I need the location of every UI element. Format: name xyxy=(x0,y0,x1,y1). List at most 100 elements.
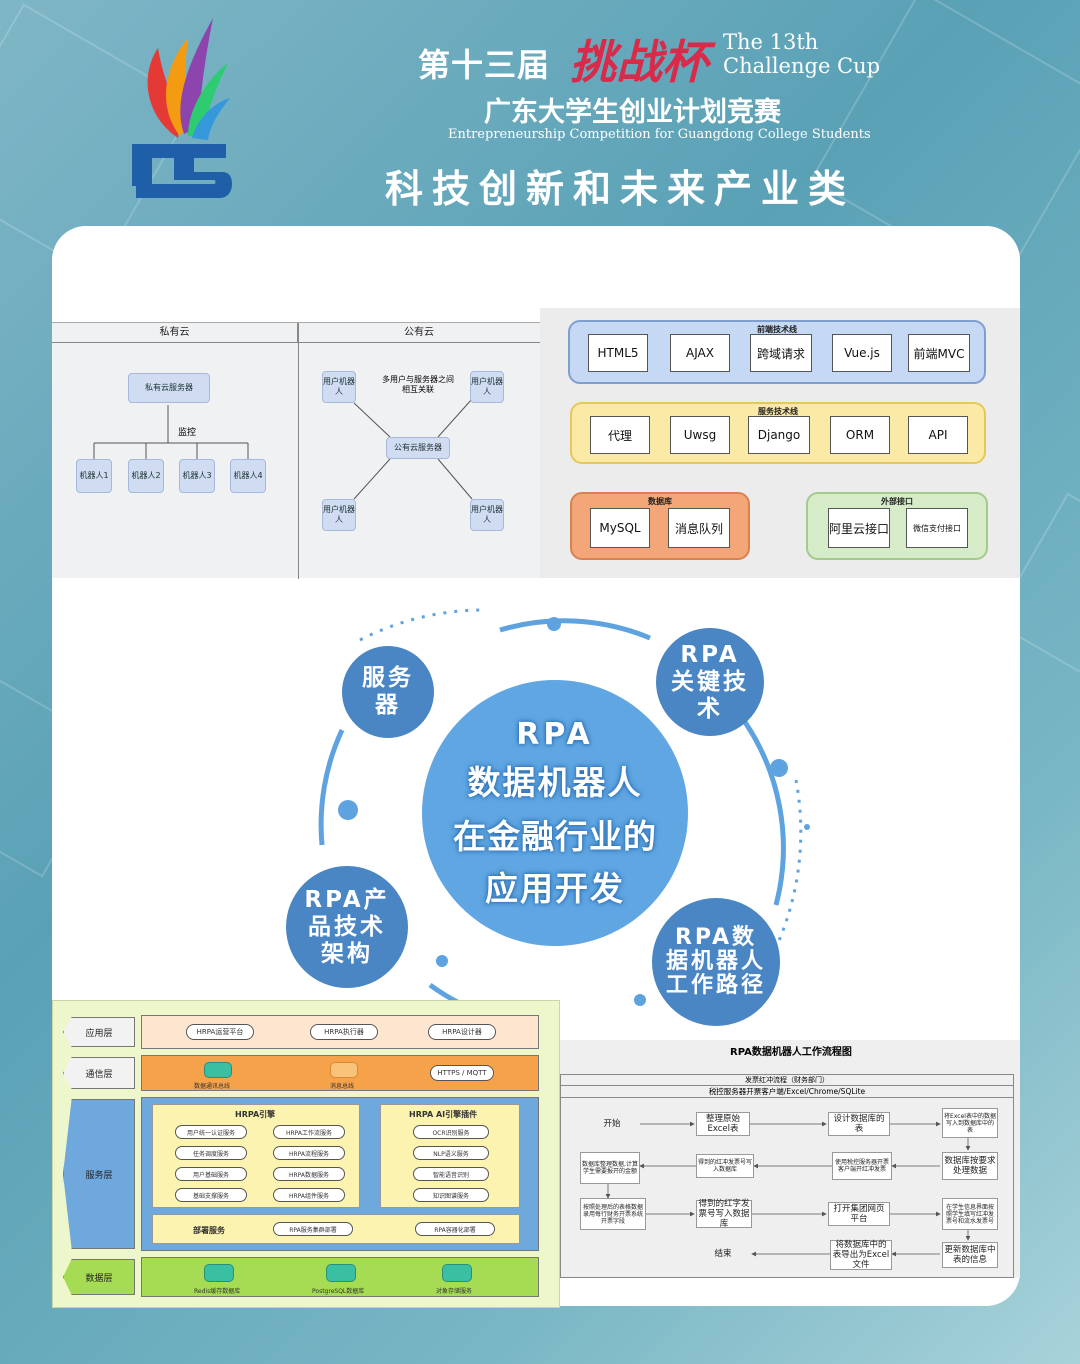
engine-pill: 基础支撑服务 xyxy=(175,1188,247,1202)
flow-get-code: 得到的红冲发票号写入数据库 xyxy=(696,1154,754,1178)
data-layer: Redis缓存数据库 PostgreSQL数据库 对象存储服务 xyxy=(141,1257,539,1297)
engine-title: HRPA引擎 xyxy=(235,1110,276,1119)
flow-query-result: 按照处理后的表格数据录用每行财务开票系统开票字段 xyxy=(580,1198,646,1230)
layer-label-data: 数据层 xyxy=(63,1259,135,1295)
header-edition: 第十三届 xyxy=(418,46,551,84)
main-title-robot: 数据机器人 xyxy=(467,762,643,802)
workflow-subtitle-2: 税控服务器开票客户端/Excel/Chrome/SQLite xyxy=(560,1086,1014,1098)
robot-3: 机器人3 xyxy=(179,459,215,493)
app-pill-ops: HRPA运营平台 xyxy=(186,1024,254,1040)
public-cloud-server: 公有云服务器 xyxy=(386,437,450,459)
flow-design-table: 设计数据库的表 xyxy=(828,1112,890,1136)
ai-pill: 知识图谱服务 xyxy=(413,1188,489,1202)
tech-api: API xyxy=(908,416,968,454)
data-item-label: 对象存储服务 xyxy=(436,1288,473,1295)
product-architecture-diagram: 应用层 通信层 服务层 数据层 HRPA运营平台 HRPA执行器 HRPA设计器… xyxy=(52,1000,560,1308)
workflow-frame xyxy=(560,1098,1014,1278)
public-cloud-title: 公有云 xyxy=(298,323,540,343)
flow-calc-sum: 数据库整理数据,计算学生需要报开的金额 xyxy=(580,1152,640,1184)
data-item-label: PostgreSQL数据库 xyxy=(312,1288,365,1295)
deploy-pill: RPA容器化部署 xyxy=(415,1222,495,1236)
flow-got-red: 得到的红字发票号写入数据库 xyxy=(696,1199,752,1229)
database-icon xyxy=(326,1264,356,1282)
app-pill-designer: HRPA设计器 xyxy=(428,1024,496,1040)
workflow-subtitle-1: 发票红冲流程（财务部门） xyxy=(560,1074,1014,1086)
flow-fill-system: 在学生信息界面按照学生填写红冲发票号和流水发票号 xyxy=(942,1198,998,1230)
engine-pill: HRPA工作流服务 xyxy=(273,1125,345,1139)
relation-note: 多用户与服务器之间相互关联 xyxy=(382,375,454,394)
tech-vuejs: Vue.js xyxy=(832,334,892,372)
deploy-title: 部署服务 xyxy=(193,1226,225,1235)
challenge-cup-logo xyxy=(132,18,232,198)
header-subtitle-english: Entrepreneurship Competition for Guangdo… xyxy=(448,127,871,142)
ai-pill: 智能语音识别 xyxy=(413,1167,489,1181)
layer-label-app: 应用层 xyxy=(63,1017,135,1047)
flow-db-query: 数据库按要求处理数据 xyxy=(942,1152,998,1180)
private-cloud-title: 私有云 xyxy=(52,323,298,343)
engine-pill: HRPA组件服务 xyxy=(273,1188,345,1202)
main-title-circle: RPA 数据机器人 在金融行业的 应用开发 xyxy=(422,680,688,946)
main-title-finance: 在金融行业的 xyxy=(453,816,657,856)
orbit-dot xyxy=(338,800,358,820)
engine-pill: HRPA流程服务 xyxy=(273,1146,345,1160)
tech-uwsg: Uwsg xyxy=(670,416,730,454)
private-cloud-server: 私有云服务器 xyxy=(128,373,210,403)
tech-django: Django xyxy=(748,416,810,454)
orbit-dot xyxy=(547,617,561,631)
workflow-diagram: RPA数据机器人工作流程图 发票红冲流程（财务部门） 税控服务器开票客户端/Ex… xyxy=(560,1040,1020,1278)
app-layer: HRPA运营平台 HRPA执行器 HRPA设计器 xyxy=(141,1015,539,1049)
header-cup-english-line1: The 13th xyxy=(723,30,819,54)
deploy-block: 部署服务 RPA服务集群部署 RPA容器化部署 xyxy=(152,1214,520,1244)
main-title-app-dev: 应用开发 xyxy=(485,868,625,908)
frontend-tech-title: 前端技术线 xyxy=(757,325,797,334)
flow-open-excel: 整理原始Excel表 xyxy=(696,1112,750,1136)
orbit-dot xyxy=(436,955,448,967)
layer-label-service: 服务层 xyxy=(63,1099,135,1249)
flow-update-db: 更新数据库中表的信息 xyxy=(942,1242,998,1268)
engine-pill: 任务调度服务 xyxy=(175,1146,247,1160)
flow-start: 开始 xyxy=(603,1119,621,1129)
flow-get-red: 使用税控服务器开票客户端开红冲发票 xyxy=(832,1152,892,1180)
tech-aliyun-api: 阿里云接口 xyxy=(828,508,890,548)
ai-engine-title: HRPA AI引擎插件 xyxy=(409,1110,478,1119)
service-layer: HRPA引擎 用户统一认证服务 HRPA工作流服务 任务调度服务 HRPA流程服… xyxy=(141,1097,539,1251)
tech-message-queue: 消息队列 xyxy=(668,508,730,548)
comm-layer: 数据通讯总线 消息总线 HTTPS / MQTT xyxy=(141,1055,539,1091)
flow-excel-to-db: 将Excel表中的数据写入到数据库中的表 xyxy=(942,1108,998,1138)
database-title: 数据库 xyxy=(648,497,672,506)
comm-mid-label: 消息总线 xyxy=(330,1083,355,1090)
bus-icon xyxy=(204,1062,232,1078)
frontend-tech-group: 前端技术线 HTML5 AJAX 跨域请求 Vue.js 前端MVC xyxy=(568,320,986,384)
tech-proxy: 代理 xyxy=(590,416,650,454)
node-key-tech: RPA关键技术 xyxy=(656,628,764,736)
node-work-path: RPA数据机器人工作路径 xyxy=(652,898,780,1026)
tech-orm: ORM xyxy=(830,416,890,454)
header-subtitle: 广东大学生创业计划竞赛 xyxy=(484,97,781,128)
comm-left-label: 数据通讯总线 xyxy=(194,1083,231,1090)
tech-frontend-mvc: 前端MVC xyxy=(908,334,970,372)
comm-protocol-pill: HTTPS / MQTT xyxy=(430,1065,494,1081)
ai-pill: OCR识别服务 xyxy=(413,1125,489,1139)
orbit-dot xyxy=(634,994,646,1006)
robot-4: 机器人4 xyxy=(230,459,266,493)
tech-ajax: AJAX xyxy=(670,334,730,372)
user-robot-top-right: 用户机器人 xyxy=(470,371,504,403)
header-cup-english: The 13th Challenge Cup xyxy=(723,30,880,78)
deploy-pill: RPA服务集群部署 xyxy=(273,1222,353,1236)
tech-cors: 跨域请求 xyxy=(750,334,812,372)
technology-stack-diagram: 前端技术线 HTML5 AJAX 跨域请求 Vue.js 前端MVC 服务技术线… xyxy=(540,308,1020,578)
engine-pill: 用户统一认证服务 xyxy=(175,1125,247,1139)
robot-2: 机器人2 xyxy=(128,459,164,493)
orbit-dot xyxy=(770,759,788,777)
header-cup-name: 挑战杯 xyxy=(570,35,708,89)
external-interface-title: 外部接口 xyxy=(881,497,913,506)
monitor-label: 监控 xyxy=(178,428,197,438)
divider xyxy=(298,323,299,579)
tech-mysql: MySQL xyxy=(590,508,650,548)
data-item-label: Redis缓存数据库 xyxy=(194,1288,241,1295)
engine-pill: HRPA数据服务 xyxy=(273,1167,345,1181)
cloud-architecture-diagram: 私有云 公有云 私有云服务器 监控 机器人1 机器人2 机器人3 机器人4 用户… xyxy=(52,322,540,579)
flow-end: 结束 xyxy=(714,1249,732,1259)
